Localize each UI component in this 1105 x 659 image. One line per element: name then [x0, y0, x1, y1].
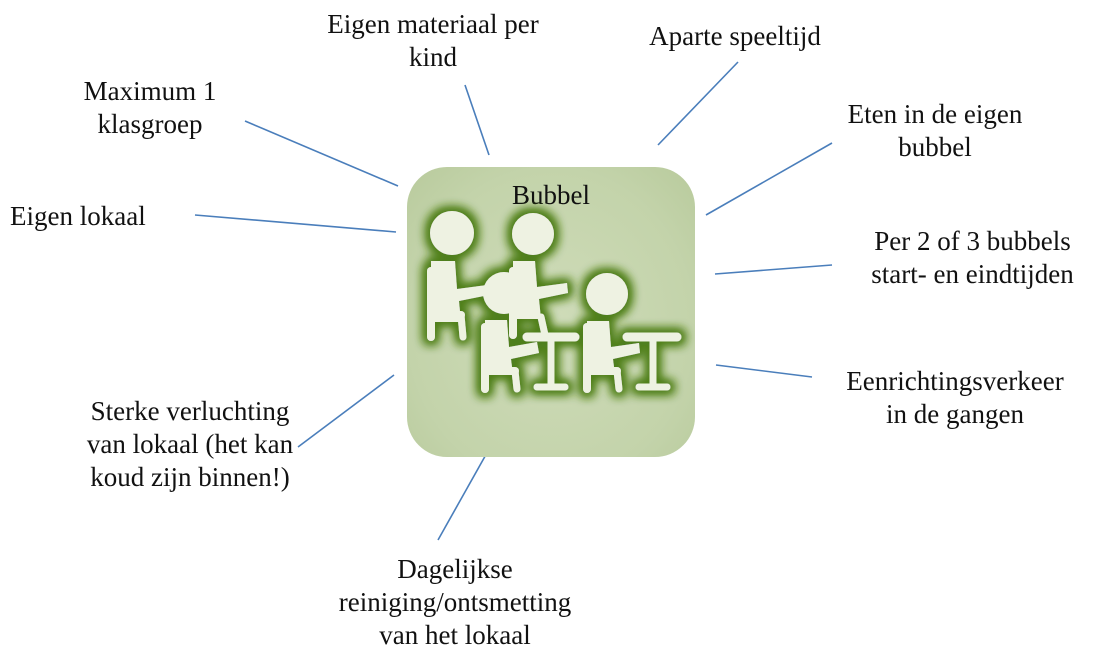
connector-one-way: [715, 364, 813, 378]
connector-playtime: [657, 61, 739, 146]
label-classroom: Eigen lokaal: [10, 201, 146, 231]
connector-max-group: [244, 120, 399, 187]
label-playtime: Aparte speeltijd: [649, 21, 821, 51]
connector-classroom: [194, 214, 397, 233]
connector-material: [464, 84, 490, 156]
bubble-title: Bubbel: [512, 180, 590, 210]
connector-cleaning: [437, 450, 489, 541]
connector-times: [714, 264, 833, 275]
connector-ventilation: [297, 374, 395, 448]
connector-eating: [705, 142, 833, 216]
classroom-students-icon: [427, 211, 682, 393]
